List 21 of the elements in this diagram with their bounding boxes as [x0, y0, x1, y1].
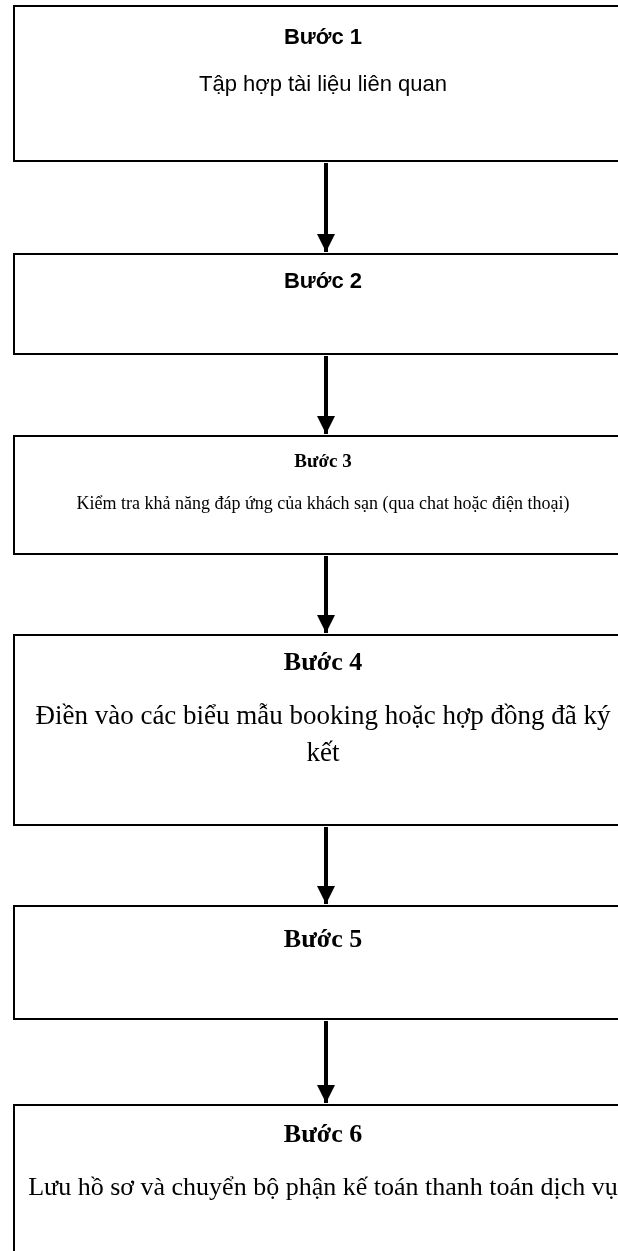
step-box [13, 905, 618, 1020]
arrow [317, 1021, 335, 1103]
step-heading: Bước 3 [294, 449, 352, 473]
step-heading: Bước 5 [283, 923, 363, 955]
step-heading: Bước 2 [283, 267, 362, 295]
step-box [13, 1104, 618, 1251]
step-description: Tập hợp tài liệu liên quan [198, 69, 447, 98]
step-box [13, 435, 618, 555]
arrow [317, 827, 335, 904]
step-description: Điền vào các biểu mẫu booking hoặc hợp đồng đã ký kết [34, 698, 612, 769]
step-box [13, 634, 618, 826]
step-heading: Bước 1 [283, 23, 362, 51]
arrow [317, 356, 335, 434]
step-box [13, 253, 618, 355]
step-description: Kiểm tra khả năng đáp ứng của khách sạn (qua chat hoặc điện thoại) [76, 491, 570, 515]
step-box [13, 5, 618, 162]
step-heading: Bước 4 [283, 646, 363, 678]
step-description: Lưu hồ sơ và chuyển bộ phận kế toán thanh toán dịch vụ [28, 1170, 618, 1203]
step-heading: Bước 6 [283, 1118, 363, 1150]
arrow [317, 556, 335, 633]
arrow [317, 163, 335, 252]
